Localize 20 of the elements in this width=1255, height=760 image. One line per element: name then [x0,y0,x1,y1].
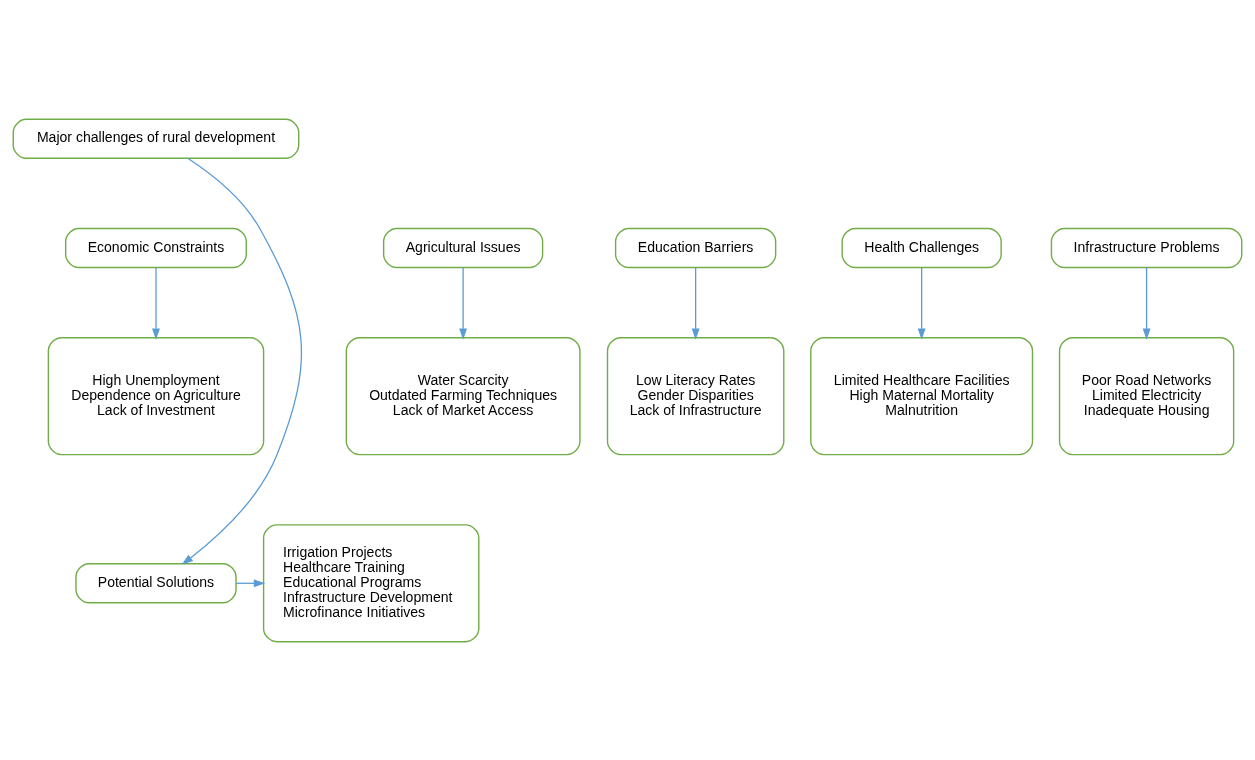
node-box: Potential Solutions [75,562,237,603]
node-box: Agricultural Issues [382,227,544,268]
node-box: Health Challenges [841,227,1002,268]
node-box: Infrastructure Problems [1050,227,1243,268]
arrow [235,578,266,587]
arrow [152,266,160,340]
node-box: Economic Constraints [64,227,247,268]
arrow [917,266,926,340]
node-box: Major challenges of rural development [12,118,300,159]
arrow [1142,266,1151,340]
node-box: Low Literacy Rates Gender Disparities Lack of Infrastructure [606,336,785,455]
node-box: Poor Road Networks Limited Electricity Inadequate Housing [1058,336,1235,455]
node-box: Irrigation Projects Healthcare Training Educational Programs Infrastructure Development Microfinance Initiatives [262,523,480,642]
arrow [459,266,468,340]
arrow [691,266,700,340]
node-box: Education Barriers [614,227,777,268]
node-box: High Unemployment Dependence on Agriculture Lack of Investment [47,336,265,455]
node-box: Limited Healthcare Facilities High Maternal Mortality Malnutrition [810,336,1034,455]
node-box: Water Scarcity Outdated Farming Techniques Lack of Market Access [345,336,581,455]
arrow [181,157,303,565]
